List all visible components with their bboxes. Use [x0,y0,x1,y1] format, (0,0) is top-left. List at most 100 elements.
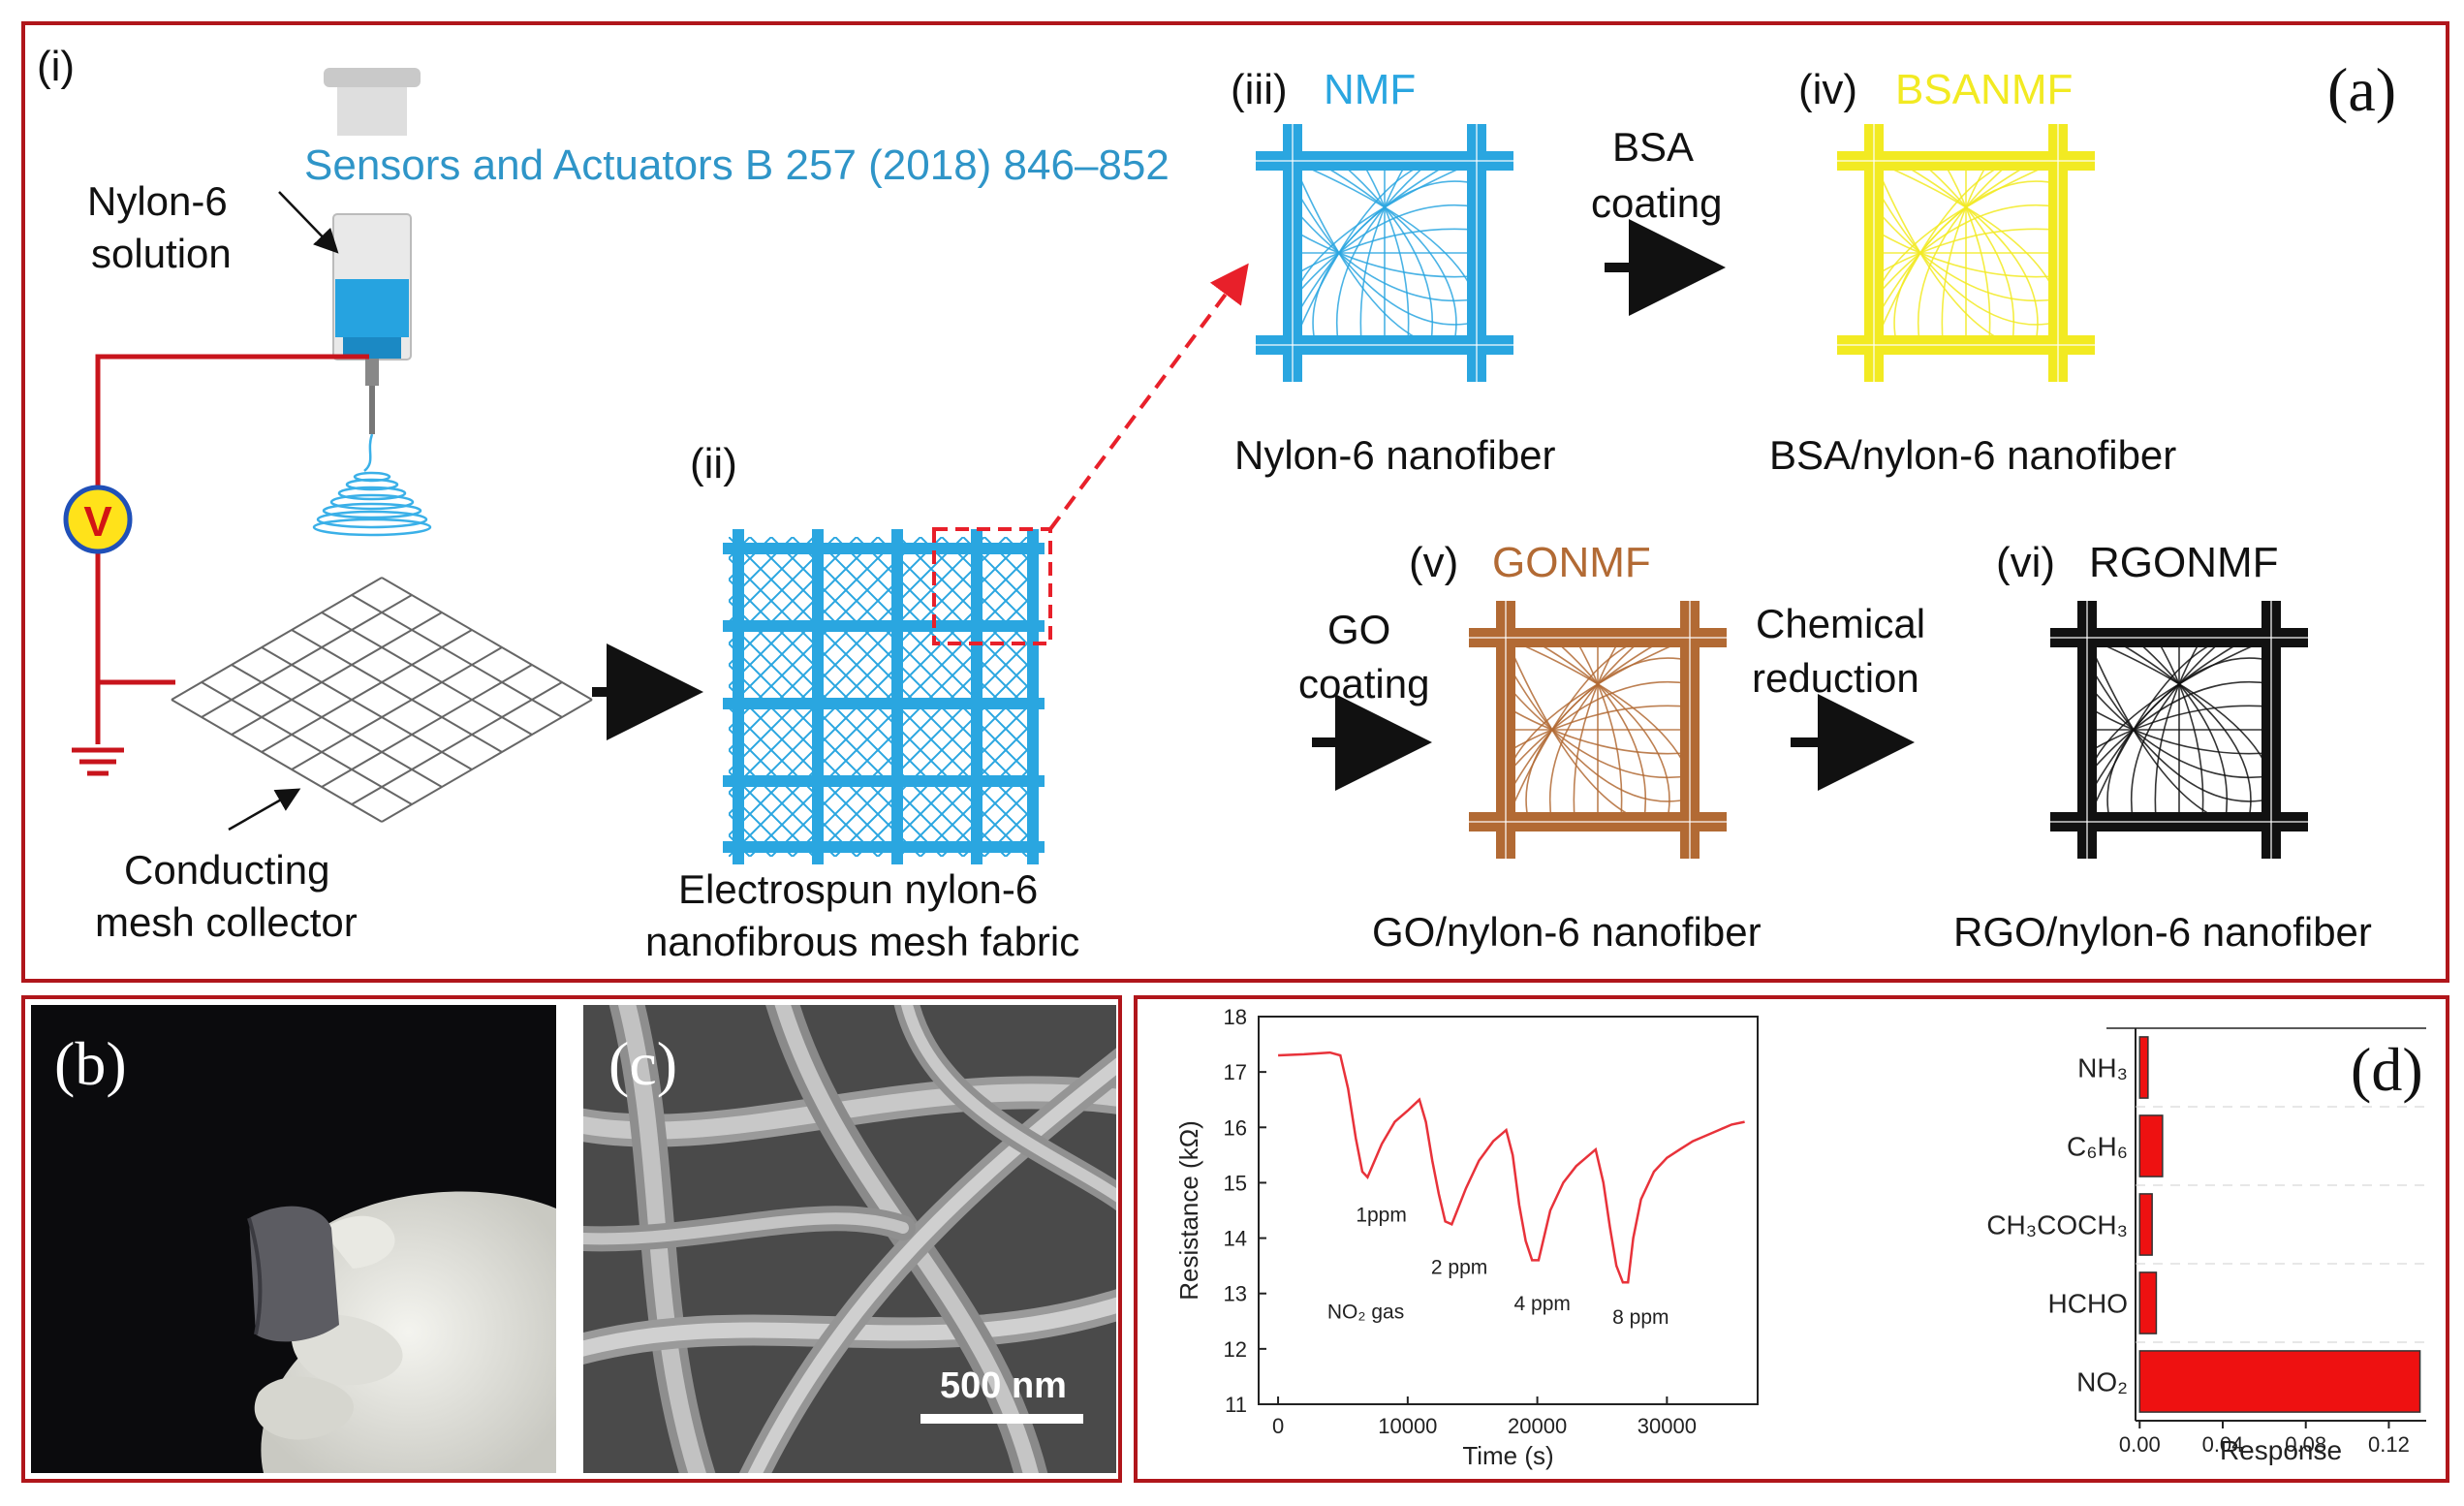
y-axis-label: Resistance (kΩ) [1174,1120,1203,1301]
response-bar [2138,1036,2149,1099]
y-tick-label: 13 [1224,1282,1247,1306]
mesh-collector-icon [171,577,593,823]
voltage-source-icon [63,485,133,554]
x-tick-label: 0 [1272,1414,1284,1438]
y-tick-label: 15 [1224,1171,1247,1195]
chem-arrow-label-2: reduction [1752,655,1919,701]
category-label: HCHO [2048,1289,2128,1319]
go-arrow-label-1: GO [1327,607,1391,652]
mesh-line [231,612,443,736]
category-label: NH₃ [2077,1053,2128,1083]
plot-frame [1258,1016,1759,1405]
x-tick-label: 0.04 [2202,1432,2244,1457]
zoom-dashed-arrow [1048,263,1249,531]
scale-bar [920,1414,1083,1424]
x-tick-label: 10000 [1378,1414,1437,1438]
nylon-solution-label-2: solution [91,231,232,276]
panel-a-letter: (a) [2327,55,2397,124]
category-label: C₆H₆ [2067,1132,2128,1162]
step-iii-label: (iii) [1231,66,1288,113]
scale-bar-label: 500 nm [940,1365,1067,1406]
response-bar [2138,1271,2158,1334]
y-tick-label: 16 [1224,1115,1247,1140]
y-tick-label: 12 [1224,1337,1247,1362]
nmf-frame-icon [1256,124,1513,382]
mesh-line [171,577,383,701]
fabric-caption-2: nanofibrous mesh fabric [645,919,1080,964]
y-tick-label: 18 [1224,1005,1247,1029]
mesh-line [351,681,563,805]
step-vi-label: (vi) [1996,539,2056,586]
rgonmf-name: RGONMF [2089,539,2279,586]
gonmf-frame-icon [1469,601,1727,859]
concentration-annotation: 4 ppm [1514,1293,1571,1315]
mesh-line [321,612,533,736]
mesh-line [201,681,413,805]
concentration-annotation: 8 ppm [1612,1306,1669,1329]
collector-label-2: mesh collector [95,899,358,945]
mesh-line [291,646,503,770]
response-bar [2138,1350,2421,1413]
panel-b-letter: (b) [54,1029,127,1098]
step-i-label: (i) [37,43,76,90]
syringe-icon [324,68,421,434]
voltage-symbol: V [83,498,112,546]
nanofibrous-mesh-fabric-icon [723,527,1052,864]
bsa-arrow-label-2: coating [1591,180,1723,226]
x-tick-label: 20000 [1508,1414,1567,1438]
rgonmf-frame-icon [2050,601,2308,859]
collector-label-1: Conducting [124,847,330,893]
go-arrow-label-2: coating [1298,661,1430,706]
panel-c-sem-image: 500 nm (c) [583,1005,1116,1473]
mesh-line [261,646,473,770]
step-iv-label: (iv) [1798,66,1858,113]
y-tick-label: 17 [1224,1060,1247,1084]
bsa-arrow-label-1: BSA [1612,124,1695,170]
category-label: NO₂ [2076,1367,2128,1397]
mesh-line [231,664,443,788]
panel-a-fabrication-schematic: V [21,21,2449,983]
mesh-line [291,629,503,753]
x-tick-label: 0.12 [2368,1432,2410,1457]
bsanmf-caption: BSA/nylon-6 nanofiber [1769,432,2177,478]
x-axis-label: Time (s) [1462,1441,1553,1470]
electrospinning-jet-icon [312,433,432,537]
bsanmf-name: BSANMF [1895,66,2074,113]
gonmf-name: GONMF [1492,539,1651,586]
panel-bc-photos: (b) 500 nm (c) [21,995,1122,1483]
category-label: CH₃COCH₃ [1986,1210,2128,1240]
panel-d-letter: (d) [2351,1035,2423,1104]
concentration-annotation: NO₂ gas [1327,1301,1404,1323]
nmf-caption: Nylon-6 nanofiber [1234,432,1556,478]
high-voltage-circuit [72,354,369,776]
mesh-line [201,594,413,718]
panel-b-photo: (b) [31,1005,556,1473]
x-axis-label: Response [2220,1435,2342,1465]
x-tick-label: 0.00 [2119,1432,2161,1457]
concentration-annotation: 1ppm [1356,1204,1407,1226]
sem-nanofibers-image [583,1005,1116,1473]
resistance-curve [1278,1051,1745,1284]
bsanmf-frame-icon [1837,124,2095,382]
gas-response-bar-chart: NH₃ C₆H₆ CH₃COCH₃ HCHO NO₂ 0.00 0.04 0.08 0.12 Re… [1986,1027,2426,1465]
step-ii-label: (ii) [690,440,737,487]
response-bar [2138,1114,2164,1177]
mesh-line [261,629,473,753]
concentration-annotation: 2 ppm [1431,1257,1487,1279]
y-tick-label: 11 [1225,1393,1247,1417]
mesh-line [381,577,593,701]
chem-arrow-label-1: Chemical [1756,601,1926,646]
mesh-line [171,699,383,823]
x-tick-label: 0.08 [2285,1432,2326,1457]
fabric-caption-1: Electrospun nylon-6 [678,866,1039,912]
citation-text: Sensors and Actuators B 257 (2018) 846–8… [304,141,1170,189]
response-bar [2138,1193,2153,1256]
nylon-solution-label-1: Nylon-6 [87,178,228,224]
panel-c-letter: (c) [608,1029,678,1098]
step-v-label: (v) [1409,539,1459,586]
gonmf-caption: GO/nylon-6 nanofiber [1372,909,1762,955]
mesh-line [381,699,593,823]
x-tick-label: 30000 [1637,1414,1697,1438]
